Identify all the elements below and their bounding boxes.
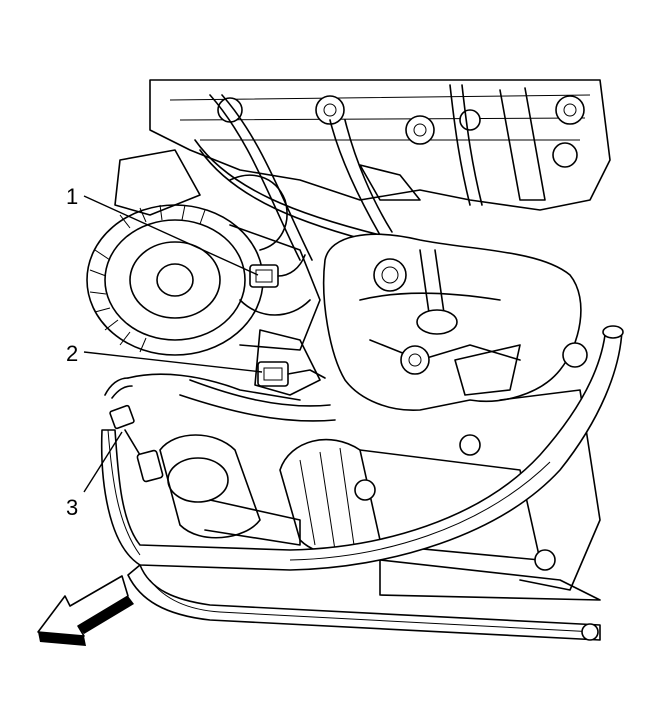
sensor-connector-2 <box>257 361 326 387</box>
sensor-connector-1 <box>249 254 306 288</box>
callout-1-leader <box>83 195 259 276</box>
coolant-pipe <box>100 325 624 571</box>
callout-2-leader <box>83 351 263 373</box>
callout-label-3: 3 <box>66 495 79 520</box>
callout-3-leader <box>83 431 123 493</box>
transmission-cooler-lines <box>127 564 601 641</box>
transmission-housing <box>354 342 601 601</box>
callout-label-2: 2 <box>66 341 79 366</box>
sensor-connector-3 <box>104 373 301 483</box>
engine-block-detail <box>114 149 336 422</box>
intake-manifold <box>149 79 611 211</box>
starter-motor <box>159 434 301 546</box>
front-direction-arrow-icon <box>37 575 134 646</box>
alternator <box>86 204 321 356</box>
callout-label-1: 1 <box>66 184 79 209</box>
exhaust-heat-shield <box>322 233 582 411</box>
